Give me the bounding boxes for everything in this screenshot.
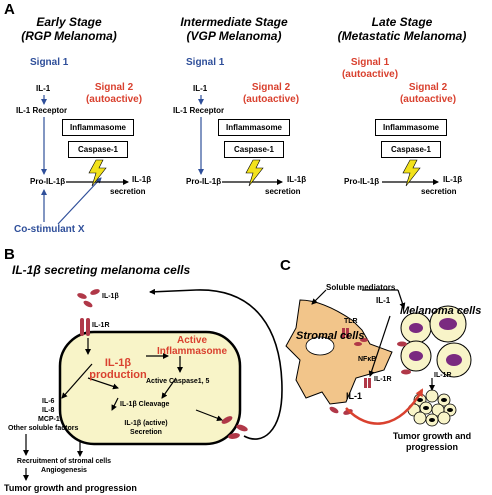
lightning-icon [88, 159, 107, 187]
il1-receptor-label: IL-1 Receptor [16, 106, 68, 115]
stage-subtitle: (RGP Melanoma) [21, 29, 117, 43]
signal2-label: Signal 2 [94, 82, 134, 93]
factor-il6: IL-6 [42, 398, 55, 405]
il1-label: IL-1 [36, 84, 51, 93]
lightning-icons [88, 159, 421, 187]
il1b-cleavage-label: IL-1β Cleavage [120, 401, 170, 408]
il1b-production-label: IL-1β [104, 357, 132, 369]
il1r-receptor [86, 318, 90, 336]
feedback-loop-arrow [149, 288, 283, 440]
tlr-label: TLR [344, 318, 358, 325]
il1b-molecule [83, 300, 93, 308]
pro-il1b-label: Pro-IL-1β [344, 177, 380, 186]
il1r-left-label: IL-1R [374, 376, 392, 383]
tumor-cluster [407, 389, 457, 427]
panel-c-label: C [280, 257, 291, 274]
outcome-label: progression [405, 442, 459, 452]
stage-title: Intermediate Stage [180, 15, 288, 29]
soluble-mediators-label: Soluble mediators [326, 283, 396, 292]
signal2-label: Signal 2 [251, 82, 291, 93]
secretion-label: secretion [265, 187, 301, 196]
factor-il8: IL-8 [42, 407, 55, 414]
panel-a-arrows [41, 95, 439, 225]
signal1-label: Signal 1 [186, 57, 225, 68]
factor-other: Other soluble factors [8, 425, 79, 432]
il1-label: IL-1 [193, 84, 208, 93]
il1r-receptor [368, 378, 371, 388]
il1-top-label: IL-1 [376, 296, 391, 305]
curved-red-arrow [345, 388, 424, 425]
caspase-box: Caspase-1 [68, 141, 128, 158]
melanoma-cell [58, 330, 242, 446]
il1r-receptor [364, 378, 367, 388]
inflammasome-box: Inflammasome [218, 119, 290, 136]
caspase-box: Caspase-1 [381, 141, 441, 158]
il1b-top-label: IL-1β [102, 293, 119, 300]
active-secretion-label: IL-1β (active) [124, 420, 168, 427]
signal2-sub-label: (autoactive) [399, 94, 457, 105]
stromal-nucleus [305, 336, 335, 356]
signal1-label: Signal 1 [350, 57, 390, 68]
factor-mcp1: MCP-1 [38, 416, 60, 423]
lightning-icon [245, 159, 264, 187]
melanoma-cells-label: Melanoma cells [400, 305, 482, 317]
il1-receptor-label: IL-1 Receptor [173, 106, 225, 115]
il1b-molecule [90, 289, 100, 295]
tlr-receptor [346, 328, 349, 338]
secreted-il1b [221, 416, 233, 424]
panel-b-graphics [23, 288, 283, 481]
outcome-label: Tumor growth and [392, 431, 472, 441]
stromal-cells-label: Stromal cells [296, 330, 365, 342]
il1r-right-label: IL-1R [434, 372, 452, 379]
arrow-costim-diag-1 [57, 177, 102, 225]
panel-b-label: B [4, 246, 15, 263]
pro-il1b-label: Pro-IL-1β [30, 177, 66, 186]
stage-title: Early Stage [36, 15, 102, 29]
lightning-icon [402, 159, 421, 187]
secreted-il1b [236, 424, 248, 432]
panel-c-graphics [285, 289, 472, 427]
il1r-receptor [80, 318, 84, 336]
recruitment-label: Recruitment of stromal cells [16, 458, 112, 465]
panel-a-label: A [4, 1, 15, 18]
nfkb-label: NFκB [358, 356, 377, 363]
pro-il1b-label: Pro-IL-1β [186, 177, 222, 186]
stage-subtitle: (VGP Melanoma) [186, 29, 282, 43]
il1-bottom-label: IL-1 [346, 391, 363, 401]
signal1-sub-label: (autoactive) [341, 69, 399, 80]
stromal-cell [285, 299, 393, 405]
signal2-sub-label: (autoactive) [242, 94, 300, 105]
active-caspase-label: Active Caspase1, 5 [146, 378, 210, 385]
il1b-molecule [77, 293, 87, 299]
production-label: production [89, 369, 147, 381]
secretion-label: secretion [421, 187, 457, 196]
il1b-label: IL-1β [443, 175, 463, 184]
il1b-label: IL-1β [287, 175, 307, 184]
active-label: Active [176, 335, 208, 346]
stage-subtitle: (Metastatic Melanoma) [337, 29, 467, 43]
panel-b-title: IL-1β secreting melanoma cells [12, 263, 191, 277]
caspase-box: Caspase-1 [224, 141, 284, 158]
secreted-il1b [228, 433, 240, 439]
angiogenesis-label: Angiogenesis [41, 467, 87, 474]
il1b-label: IL-1β [132, 175, 152, 184]
secretion-label: secretion [110, 187, 146, 196]
inflammasome-label: Inflammasome [156, 346, 228, 357]
secretion-label: Secretion [130, 429, 162, 436]
tlr-receptor [342, 328, 345, 338]
signal2-sub-label: (autoactive) [85, 94, 143, 105]
inflammasome-box: Inflammasome [375, 119, 447, 136]
inflammasome-box: Inflammasome [62, 119, 134, 136]
stage-title: Late Stage [371, 15, 433, 29]
outcome-label: Tumor growth and progression [4, 483, 137, 493]
costimulant-label: Co-stimulant X [14, 224, 85, 235]
signal2-label: Signal 2 [408, 82, 448, 93]
signal1-label: Signal 1 [30, 57, 69, 68]
il1r-label: IL-1R [92, 322, 110, 329]
